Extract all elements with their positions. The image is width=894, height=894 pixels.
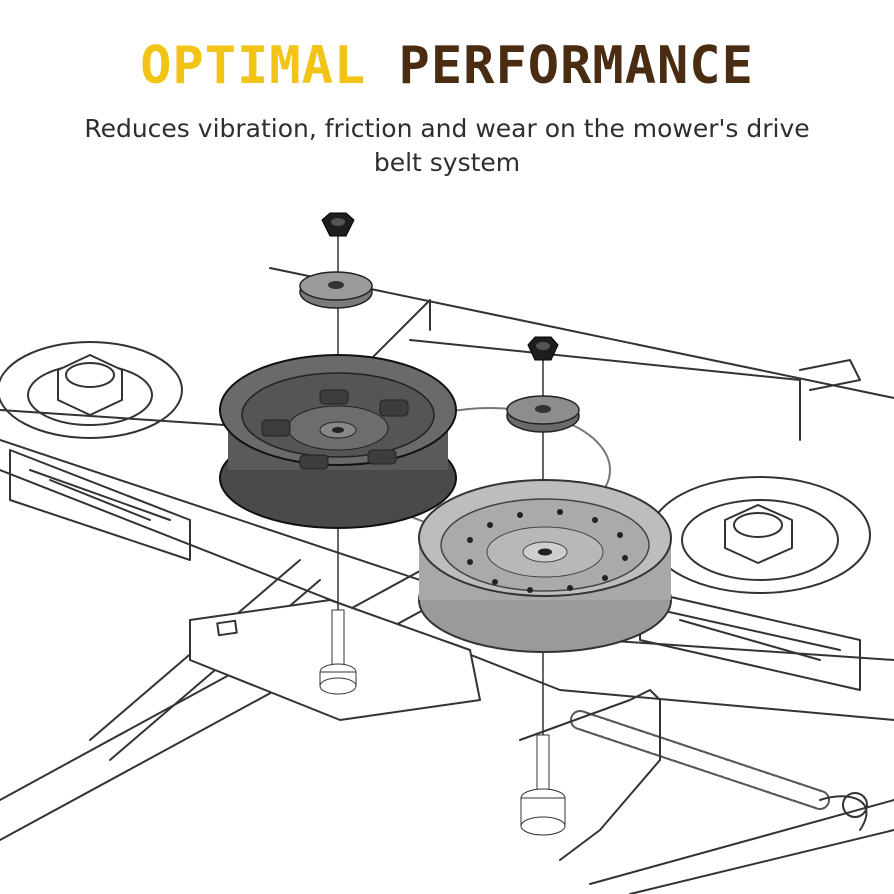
headline-performance: PERFORMANCE: [398, 36, 754, 96]
spindle-pulley-icon: [0, 341, 191, 561]
headline-optimal: OPTIMAL: [140, 36, 367, 96]
subtitle: Reduces vibration, friction and wear on …: [84, 114, 810, 177]
bracket-arm: [519, 689, 661, 861]
headline: OPTIMAL PERFORMANCE: [0, 34, 894, 98]
spindle-pulley-icon: [639, 476, 871, 691]
idler-pulley-icon: [219, 354, 457, 529]
spring-icon: [570, 710, 868, 831]
shaft-bolt: [520, 734, 566, 836]
shaft-bolt: [319, 609, 357, 695]
right-pulley-stack: [418, 336, 672, 836]
washer-icon: [299, 271, 373, 309]
hex-nut-icon: [527, 336, 559, 361]
washer-icon: [506, 395, 580, 433]
left-pulley-stack: [219, 212, 457, 695]
idler-pulley-icon: [418, 479, 672, 653]
hex-nut-icon: [321, 212, 355, 237]
